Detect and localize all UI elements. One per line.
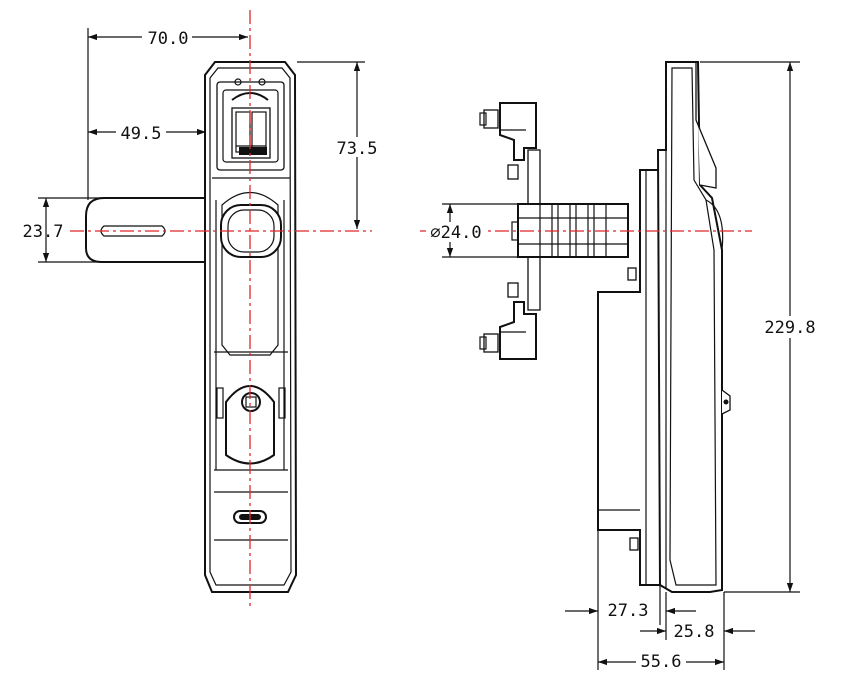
dim-229-8-label: 229.8 — [764, 318, 815, 338]
side-view: ⌀24.0 229.8 27.3 25.8 — [420, 61, 818, 672]
front-view: 70.0 49.5 73.5 23.7 — [23, 10, 380, 610]
dim-width-total: 70.0 — [87, 26, 248, 200]
side-handle-body — [656, 61, 731, 593]
mounting-bracket — [597, 169, 661, 586]
dim-73-5-label: 73.5 — [337, 139, 378, 159]
dim-plate-depth: 25.8 — [640, 592, 755, 670]
key-cylinder — [216, 385, 286, 465]
dim-23-7-label: 23.7 — [23, 222, 64, 242]
dim-height-upper: 73.5 — [297, 61, 380, 229]
dim-49-5-label: 49.5 — [121, 124, 162, 144]
dim-total-height: 229.8 — [700, 61, 818, 593]
dim-base-depth: 27.3 — [565, 530, 696, 670]
dim-25-8-label: 25.8 — [674, 622, 715, 642]
handle-body — [204, 61, 298, 593]
dim-27-3-label: 27.3 — [608, 601, 649, 621]
dim-70-label: 70.0 — [148, 29, 189, 49]
dim-24-label: ⌀24.0 — [430, 223, 481, 243]
dim-handle-offset: 49.5 — [88, 121, 206, 144]
cam-bracket-bottom — [479, 282, 537, 360]
cam-bracket-top — [479, 102, 537, 180]
dim-shaft-width: 23.7 — [23, 197, 104, 263]
lever-arm — [85, 197, 208, 263]
dim-55-6-label: 55.6 — [641, 652, 682, 672]
dim-overall-depth: 55.6 — [598, 650, 724, 672]
dim-shaft-diameter: ⌀24.0 — [426, 203, 518, 258]
